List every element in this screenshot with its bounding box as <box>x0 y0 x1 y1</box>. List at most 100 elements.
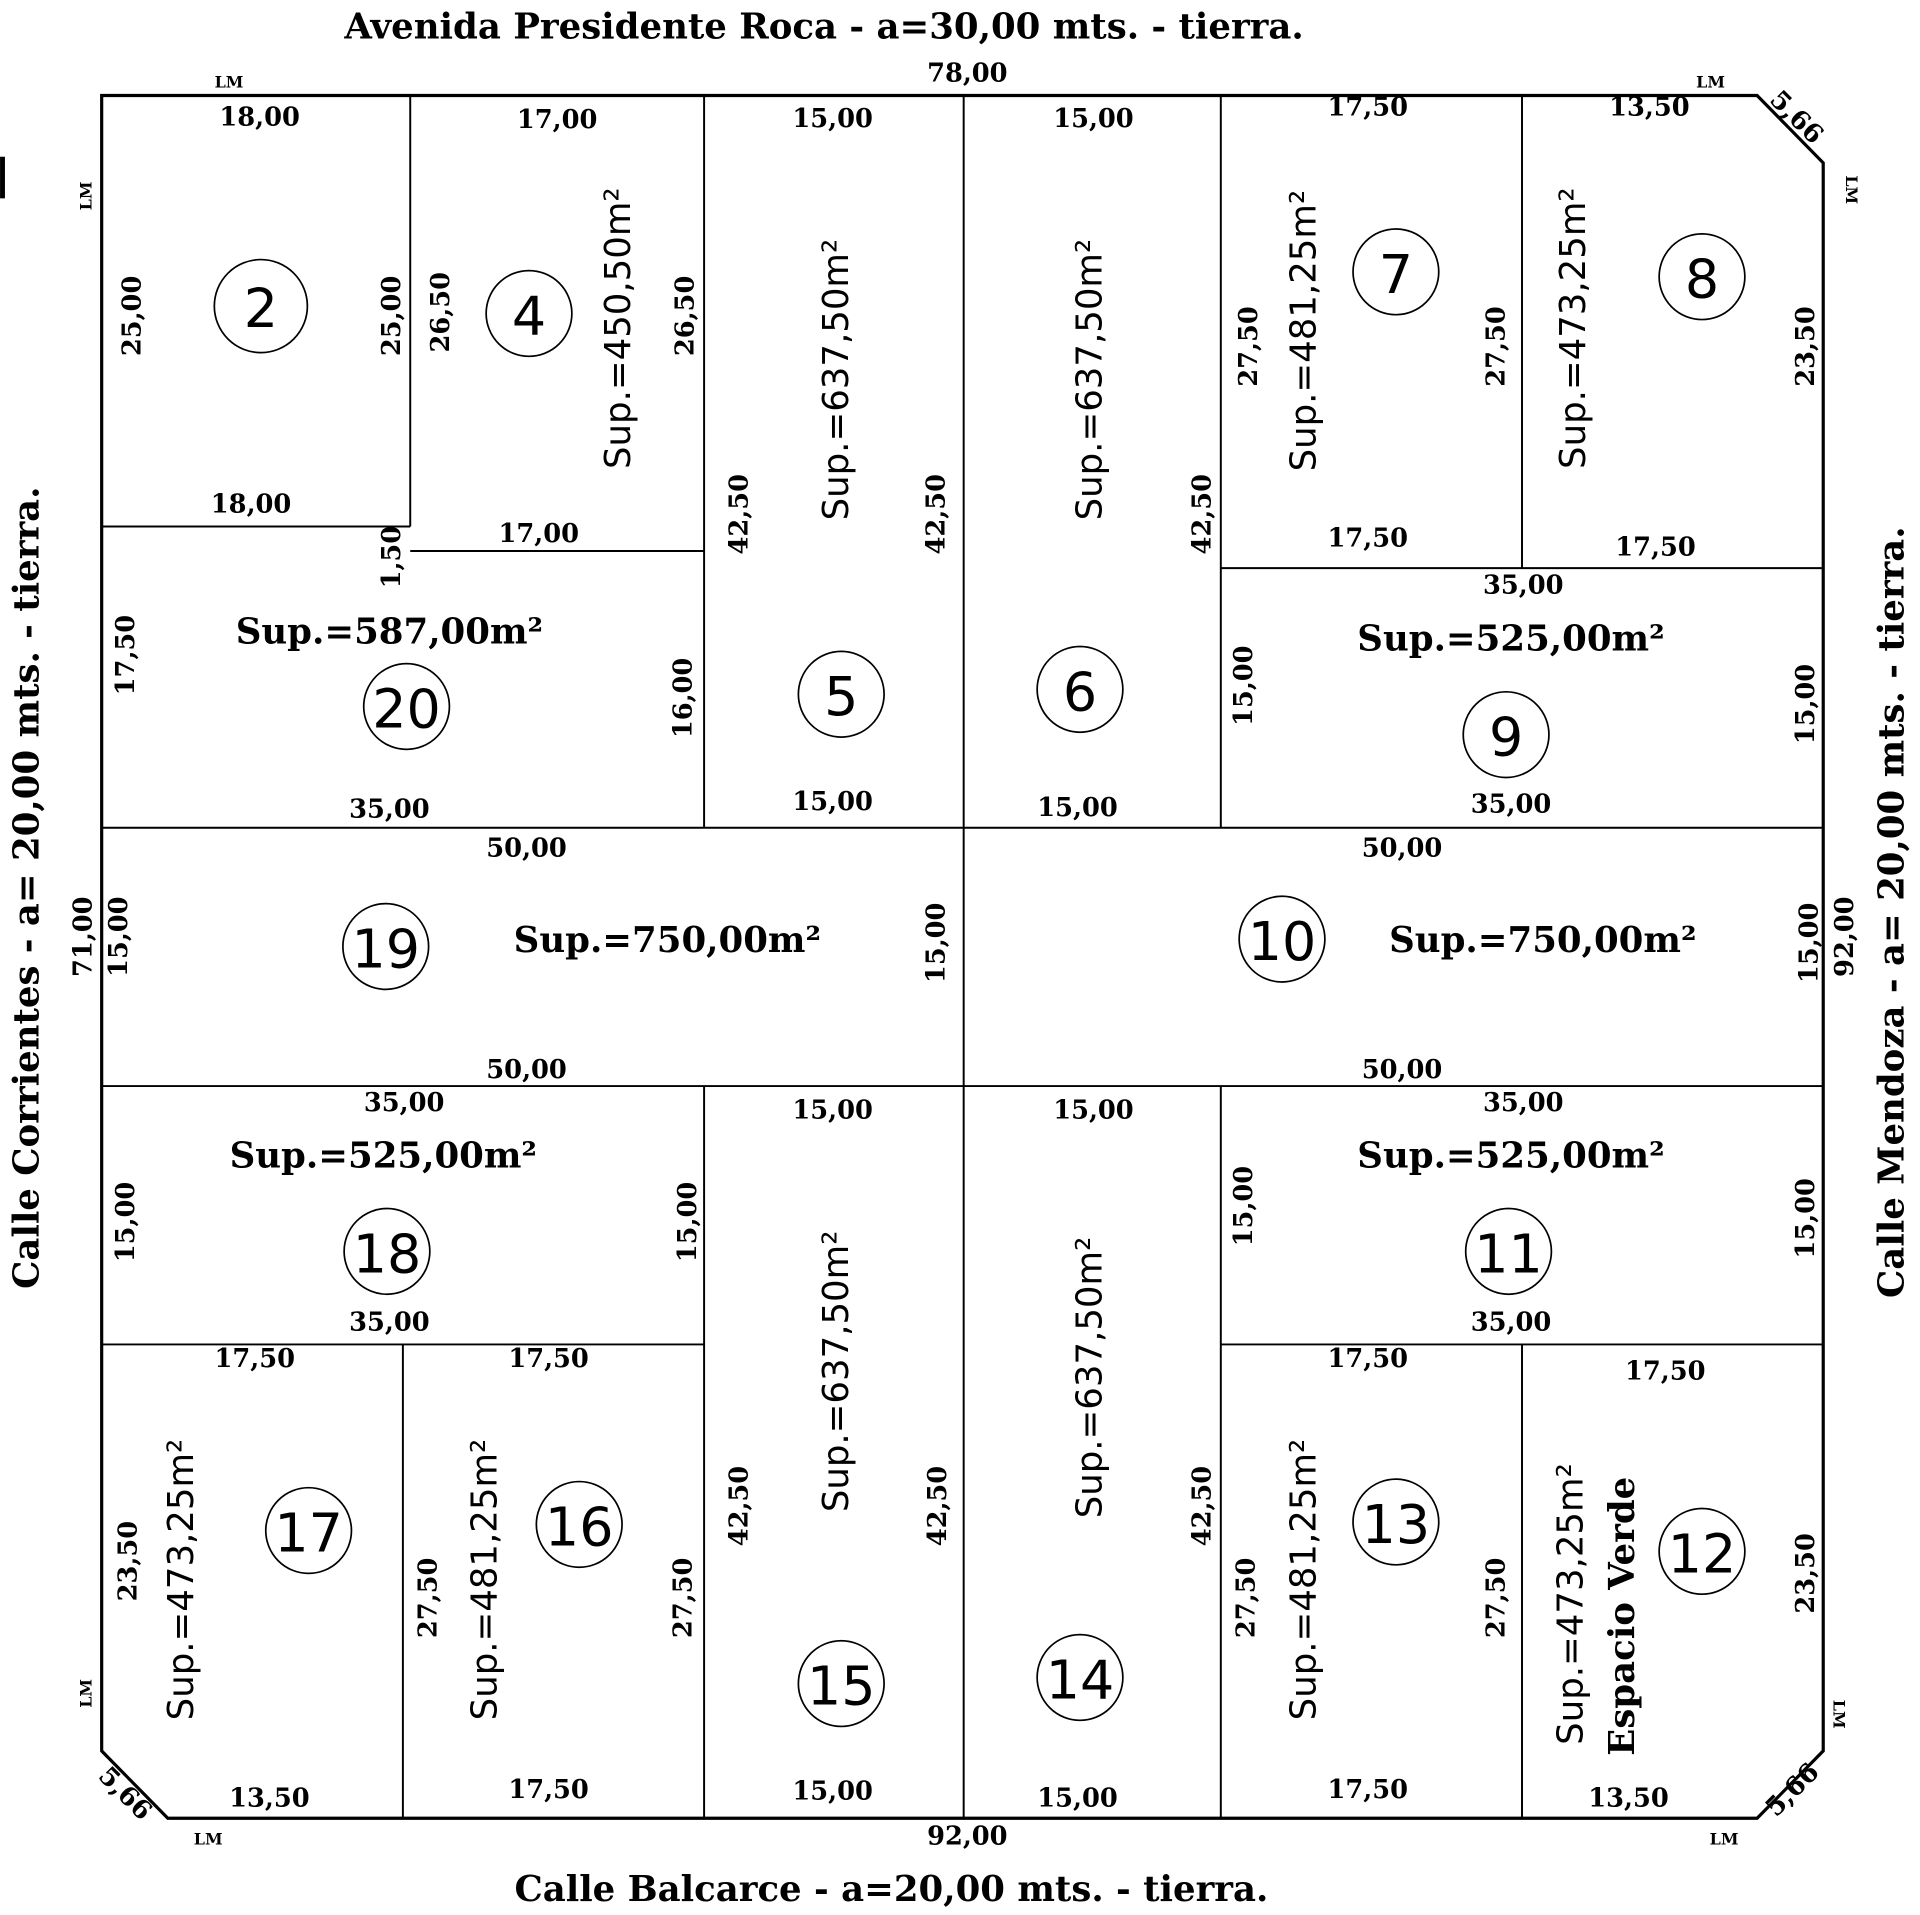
lot-number-circle <box>1462 690 1550 779</box>
lot-8: 13,50 23,50 17,50 Sup.=473,25m² 8 <box>1553 93 1821 563</box>
lot-13: 17,50 27,50 27,50 17,50 Sup.=481,25m² 13 <box>1232 1344 1512 1805</box>
dimension: 15,00 <box>792 1096 873 1126</box>
lot-area: Sup.=481,25m² <box>1284 1439 1325 1721</box>
lot-2: 18,00 25,00 25,00 18,00 2 <box>117 103 407 520</box>
dimension: 15,00 <box>673 1182 703 1263</box>
lot-10: 50,00 15,00 50,00 Sup.=750,00m² 10 <box>1238 834 1825 1085</box>
dimension: 50,00 <box>486 1055 567 1085</box>
dimension: 50,00 <box>1362 1055 1442 1085</box>
total-bottom: 92,00 <box>927 1822 1008 1852</box>
lot-area: Sup.=481,25m² <box>464 1439 505 1721</box>
dimension: 35,00 <box>1483 1088 1563 1118</box>
lm-label: LM <box>76 1679 95 1708</box>
lot-number-circle <box>1658 1507 1746 1596</box>
dimension: 50,00 <box>1362 834 1442 864</box>
lot-area: Sup.=473,25m² <box>1550 1463 1591 1745</box>
dimension: 35,00 <box>1471 789 1551 819</box>
dimension: 15,00 <box>792 104 873 134</box>
dimension: 23,50 <box>114 1521 144 1601</box>
dimension: 13,50 <box>1609 93 1689 123</box>
lot-area: Sup.=473,25m² <box>161 1439 202 1721</box>
lm-label: LM <box>1830 1700 1849 1729</box>
lot-area: Sup.=481,25m² <box>1284 190 1325 472</box>
lm-label: LM <box>215 73 244 92</box>
lot-number-circle <box>1352 228 1440 316</box>
lot-9: 35,00 15,00 15,00 35,00 Sup.=525,00m² 9 <box>1229 570 1821 819</box>
lot-number: 9 <box>1489 706 1523 769</box>
lot-area: Sup.=525,00m² <box>1357 1135 1664 1176</box>
dimension: 15,00 <box>1229 1166 1259 1246</box>
dimension: 35,00 <box>1471 1307 1551 1337</box>
lot-number: 13 <box>1362 1493 1431 1556</box>
lot-note: Espacio Verde <box>1602 1477 1643 1756</box>
total-left: 71,00 <box>68 896 98 976</box>
lot-number: 6 <box>1063 660 1097 723</box>
dimension: 27,50 <box>414 1558 444 1639</box>
lot-number: 7 <box>1379 243 1413 306</box>
dimension: 15,00 <box>1795 903 1825 983</box>
dimension: 25,00 <box>377 276 407 357</box>
lm-label: LM <box>1842 175 1861 204</box>
dimension: 27,50 <box>1232 1558 1262 1639</box>
lot-number-circle <box>1464 1207 1553 1296</box>
dimension: 27,50 <box>668 1558 698 1639</box>
lot-6: 15,00 42,50 15,00 Sup.=637,50m² 6 <box>1036 104 1217 823</box>
lot-number-circle <box>343 1207 431 1296</box>
chamfer-label: 5,66 <box>92 1761 157 1826</box>
dimension: 27,50 <box>1481 1558 1511 1639</box>
lot-7: 17,50 27,50 27,50 17,50 Sup.=481,25m² 7 <box>1234 93 1511 554</box>
lot-number-circle <box>797 650 885 738</box>
dimension: 42,50 <box>1187 474 1217 554</box>
street-left: Calle Corrientes - a= 20,00 mts. - tierr… <box>6 486 47 1288</box>
street-right: Calle Mendoza - a= 20,00 mts. - tierra. <box>1871 526 1912 1298</box>
dimension: 1,50 <box>377 526 407 589</box>
lot-area: Sup.=525,00m² <box>1357 619 1664 660</box>
dimension: 27,50 <box>1234 306 1264 386</box>
lot-area: Sup.=450,50m² <box>598 187 639 469</box>
lot-number: 12 <box>1668 1522 1737 1585</box>
lot-area: Sup.=637,50m² <box>816 1231 857 1513</box>
lot-area: Sup.=750,00m² <box>514 920 821 961</box>
internal-lines <box>101 95 1824 1819</box>
dimension: 42,50 <box>725 474 755 555</box>
dimension: 17,50 <box>1327 1775 1408 1805</box>
lot-16: 17,50 27,50 27,50 17,50 Sup.=481,25m² 16 <box>414 1344 699 1805</box>
lot-number-circle <box>1036 645 1124 734</box>
lot-number: 16 <box>545 1495 614 1558</box>
dimension: 27,50 <box>1481 306 1511 386</box>
dimension: 26,50 <box>671 276 701 357</box>
chamfer-label: 5,66 <box>1764 85 1829 150</box>
dimension: 25,00 <box>117 276 147 357</box>
lot-12: 17,50 23,50 13,50 Sup.=473,25m² Espacio … <box>1550 1356 1821 1813</box>
dimension: 17,00 <box>499 519 580 549</box>
lot-19: 50,00 15,00 15,00 50,00 Sup.=750,00m² 19 <box>104 834 952 1086</box>
lot-18: 35,00 15,00 15,00 35,00 Sup.=525,00m² 18 <box>111 1088 703 1337</box>
lm-label: LM <box>76 182 95 211</box>
lot-number: 19 <box>351 917 420 980</box>
lm-label: LM <box>194 1830 223 1849</box>
lot-number: 17 <box>274 1501 343 1564</box>
block-outline <box>100 93 1825 1820</box>
dimension: 15,00 <box>104 896 134 976</box>
lot-4: 17,00 26,50 26,50 17,00 Sup.=450,50m² 4 <box>426 105 701 549</box>
lot-area: Sup.=473,25m² <box>1553 187 1594 469</box>
dimension: 17,50 <box>1615 532 1696 562</box>
lm-label: LM <box>1710 1830 1739 1849</box>
lot-15: 15,00 42,50 42,50 15,00 Sup.=637,50m² 15 <box>725 1096 953 1807</box>
lot-boundaries <box>100 93 1825 1820</box>
lot-number-circle <box>264 1486 353 1575</box>
dimension: 15,00 <box>792 787 873 817</box>
lot-number-circle <box>362 662 451 751</box>
dimension: 17,50 <box>1327 524 1408 554</box>
lot-number: 10 <box>1248 910 1317 973</box>
dimension: 23,50 <box>1791 1533 1821 1613</box>
lot-area: Sup.=637,50m² <box>816 239 857 521</box>
total-right: 92,00 <box>1830 896 1860 976</box>
street-bottom: Calle Balcarce - a=20,00 mts. - tierra. <box>514 1869 1268 1910</box>
dimension: 42,50 <box>1187 1466 1217 1547</box>
dimension: 17,50 <box>214 1344 295 1374</box>
lot-17: 17,50 23,50 13,50 Sup.=473,25m² 17 <box>114 1344 353 1814</box>
lot-number: 2 <box>244 277 278 340</box>
dimension: 15,00 <box>1037 793 1118 823</box>
